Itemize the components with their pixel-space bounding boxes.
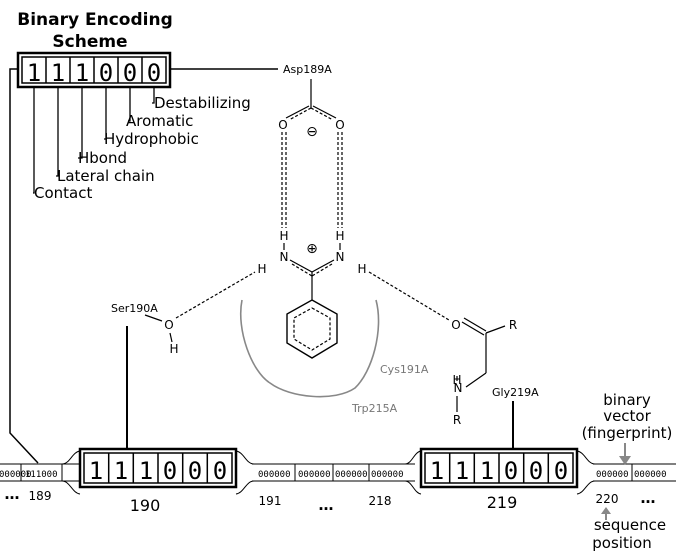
annotation-binary-line3: (fingerprint) [582,424,673,442]
benzamidine-ligand: H H N N H H ⊕ [257,229,367,359]
gly-nitrogen: N [454,381,463,395]
amidine-h-top-left: H [279,229,288,243]
arrow-up-icon [601,507,611,520]
amidine-h-left: H [257,262,266,276]
hbond-line-gly [368,271,450,321]
gly-oxygen: O [451,318,460,332]
segment-bits-192: 000000 [298,470,331,480]
annotation-sequence-line1: sequence [594,516,666,534]
scheme-bit-hydrophobic: 0 [99,59,113,87]
scheme-bit-box: 1 1 1 0 0 0 [16,51,172,89]
segment-bits-218: 000000 [371,470,404,480]
amidine-h-top-right: H [335,229,344,243]
position-label-220: 220 [596,492,619,506]
ellipsis-middle: … [319,496,334,514]
gly219-backbone: O R N H R Gly219A [368,271,539,449]
fingerprint-strip: 000000 111000 000000 000000 000000 00000… [0,450,676,495]
block190-bit-5: 0 [188,457,202,485]
block219-bit-1: 1 [430,457,444,485]
residue-label-asp189a: Asp189A [283,63,332,76]
minus-charge-icon: ⊖ [306,124,318,140]
feature-label-contact: Contact [34,184,92,202]
annotation-binary-line2: vector [603,407,651,425]
ser-oxygen: O [164,318,173,332]
block219-bit-3: 1 [480,457,494,485]
gly-r-group-top: R [509,318,517,332]
block190-bit-2: 1 [114,457,128,485]
asp-oxygen-left: O [278,118,287,132]
block190-bit-1: 1 [89,457,103,485]
block219-bit-6: 0 [554,457,568,485]
annotation-sequence-line2: position [592,534,651,552]
connector-line-189 [9,68,39,464]
position-label-191: 191 [259,494,282,508]
residue-label-cys191a: Cys191A [380,363,429,376]
amidine-n-left: N [280,250,289,264]
scheme-title-line1: Binary Encoding [17,10,172,30]
arrow-down-icon [619,443,631,465]
hbond-line-ser [175,271,256,319]
block190-bit-6: 0 [213,457,227,485]
feature-label-destabilizing: Destabilizing [154,94,251,112]
ellipsis-left: … [5,485,20,503]
feature-label-hydrophobic: Hydrophobic [104,130,199,148]
block190-bit-3: 1 [139,457,153,485]
scheme-bit-lateral-chain: 1 [51,59,65,87]
feature-label-hbond: Hbond [78,149,127,167]
scheme-bit-hbond: 1 [75,59,89,87]
ser-hydrogen: H [169,342,178,356]
amidine-n-right: N [336,250,345,264]
residue-label-gly219a: Gly219A [492,386,539,399]
block219-bit-4: 0 [504,457,518,485]
scheme-bit-aromatic: 0 [123,59,137,87]
block219-bit-2: 1 [455,457,469,485]
segment-bits-217: 000000 [335,470,368,480]
scheme-title-line2: Scheme [52,32,127,52]
segment-bits-221: 000000 [634,470,667,480]
position-label-189: 189 [29,489,52,503]
segment-bits-188: 000000 [0,470,32,480]
segment-bits-191: 000000 [258,470,291,480]
annotation-binary-line1: binary [603,391,651,409]
binding-pocket-outline [240,299,380,398]
asp-oxygen-right: O [335,118,344,132]
feature-leader-lines [33,87,155,194]
salt-bridge-lines [281,132,343,228]
fingerprint-block-219: 1 1 1 0 0 0 [419,447,579,489]
plus-charge-icon: ⊕ [306,241,318,257]
position-label-218: 218 [369,494,392,508]
feature-label-lateral-chain: Lateral chain [57,167,155,185]
segment-bits-220: 000000 [596,470,629,480]
residue-label-ser190a: Ser190A [111,302,158,315]
scheme-bit-destabilizing: 0 [147,59,161,87]
amidine-h-right: H [357,262,366,276]
gly-r-group-bottom: R [453,413,461,427]
position-label-219: 219 [487,493,518,512]
residue-label-trp215a: Trp215A [351,402,398,415]
segment-bits-189: 111000 [25,470,58,480]
position-label-190: 190 [130,496,161,515]
scheme-bit-contact: 1 [27,59,41,87]
feature-label-aromatic: Aromatic [126,112,193,130]
ellipsis-right: … [641,489,656,507]
ser190-hydroxyl: Ser190A O H [111,271,256,449]
block190-bit-4: 0 [163,457,177,485]
fingerprint-block-190: 1 1 1 0 0 0 [78,447,238,489]
block219-bit-5: 0 [529,457,543,485]
gly-hydrogen: H [452,373,461,387]
asp-carboxylate-group: O O ⊖ [278,79,345,140]
